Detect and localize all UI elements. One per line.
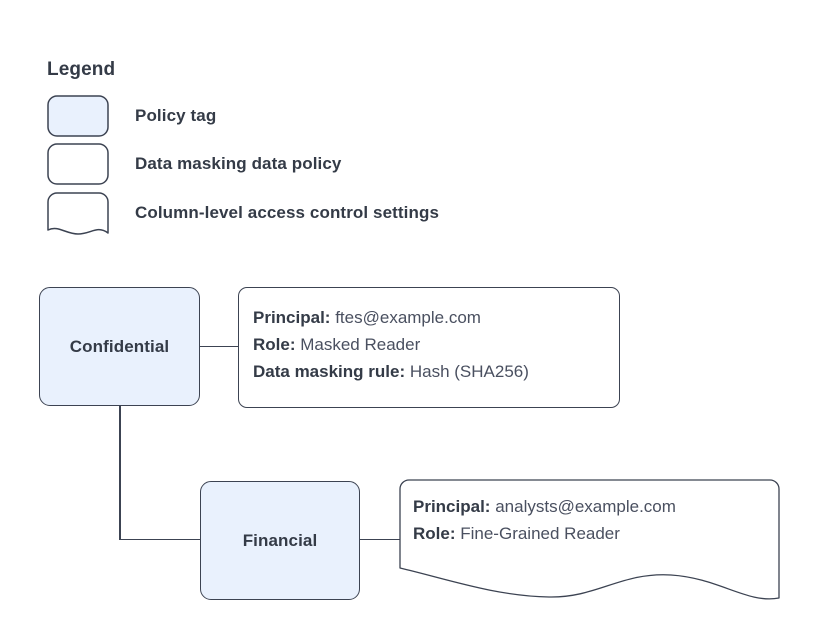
- connector-confidential-down: [119, 405, 121, 540]
- rounded-rect-outline-icon: [47, 143, 109, 185]
- rounded-rect-outline-glyph: [47, 143, 109, 185]
- connector-financial-to-access-box: [360, 538, 400, 541]
- document-wave-glyph: [47, 192, 109, 235]
- policy-key: Principal:: [253, 308, 331, 327]
- policy-key: Data masking rule:: [253, 362, 406, 381]
- access-line-principal: Principal: analysts@example.com: [413, 493, 676, 520]
- access-line-role: Role: Fine-Grained Reader: [413, 520, 676, 547]
- column-access-settings-box[interactable]: Principal: analysts@example.com Role: Fi…: [399, 479, 781, 603]
- policy-value: ftes@example.com: [335, 308, 481, 327]
- legend-title: Legend: [47, 59, 116, 80]
- node-confidential[interactable]: Confidential: [39, 287, 200, 406]
- legend-item-label: Column-level access control settings: [135, 203, 440, 222]
- rounded-rect-filled-glyph: [47, 95, 109, 137]
- access-box-text: Principal: analysts@example.com Role: Fi…: [413, 493, 676, 547]
- legend-item-data-masking: Data masking data policy: [47, 143, 341, 185]
- policy-value: Hash (SHA256): [409, 362, 529, 381]
- node-financial[interactable]: Financial: [200, 481, 360, 600]
- access-key: Role:: [413, 524, 456, 543]
- connector-to-financial: [119, 538, 201, 541]
- policy-value: Masked Reader: [300, 335, 421, 354]
- legend-item-column-access: Column-level access control settings: [47, 192, 440, 235]
- access-value: analysts@example.com: [495, 497, 676, 516]
- document-wave-icon: [47, 192, 109, 235]
- policy-key: Role:: [253, 335, 296, 354]
- legend-item-label: Data masking data policy: [135, 154, 342, 173]
- policy-line-role: Role: Masked Reader: [253, 331, 605, 358]
- rounded-rect-filled-icon: [47, 95, 109, 137]
- connector-confidential-to-policy-box: [200, 345, 238, 348]
- legend-item-policy-tag: Policy tag: [47, 95, 216, 137]
- access-key: Principal:: [413, 497, 491, 516]
- access-value: Fine-Grained Reader: [460, 524, 620, 543]
- policy-line-principal: Principal: ftes@example.com: [253, 304, 605, 331]
- node-label: Confidential: [69, 336, 170, 356]
- document-wave-outline: [399, 479, 780, 600]
- legend-item-label: Policy tag: [135, 106, 217, 125]
- data-masking-policy-box[interactable]: Principal: ftes@example.com Role: Masked…: [238, 287, 620, 408]
- node-label: Financial: [242, 530, 318, 550]
- policy-line-masking-rule: Data masking rule: Hash (SHA256): [253, 358, 605, 385]
